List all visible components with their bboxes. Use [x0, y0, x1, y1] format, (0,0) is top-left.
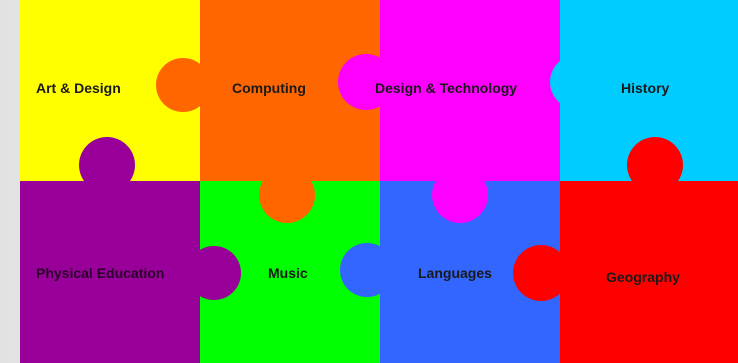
knob-geography-to-languages	[513, 245, 569, 301]
label-design-technology: Design & Technology	[375, 80, 517, 96]
knob-art-design-to-computing	[156, 58, 210, 112]
piece-design-technology	[380, 0, 560, 181]
knob-history-to-design-technology	[550, 55, 604, 109]
knob-physical-education-to-music	[187, 246, 241, 300]
label-history: History	[621, 80, 669, 96]
knob-design-technology-to-computing	[338, 54, 394, 110]
knob-languages-to-music	[340, 243, 394, 297]
label-art-design: Art & Design	[36, 80, 121, 96]
label-computing: Computing	[232, 80, 306, 96]
label-languages: Languages	[418, 265, 492, 281]
label-music: Music	[268, 265, 308, 281]
piece-physical-education	[20, 181, 200, 363]
knob-design-technology-to-languages	[432, 167, 488, 223]
knob-physical-education-to-art-design	[79, 137, 135, 193]
knob-computing-to-music	[259, 167, 315, 223]
knob-geography-to-history	[627, 137, 683, 193]
piece-geography	[560, 181, 738, 363]
label-geography: Geography	[606, 269, 680, 285]
label-physical-education: Physical Education	[36, 265, 164, 281]
